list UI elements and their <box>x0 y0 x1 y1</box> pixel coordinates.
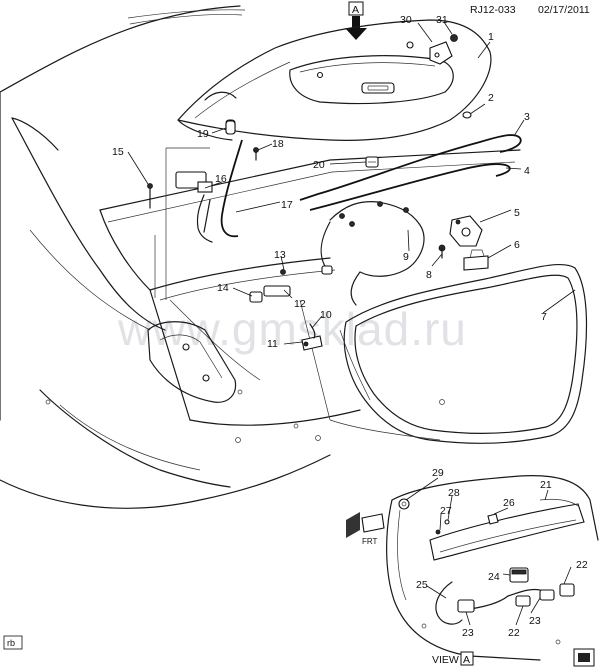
view-a-label-box <box>460 651 474 666</box>
callout-11: 11 <box>267 338 278 350</box>
callout-28: 28 <box>448 487 460 499</box>
callout-21: 21 <box>540 479 552 491</box>
bolt-19 <box>225 120 236 135</box>
clip-20 <box>365 156 379 168</box>
tail-lamp-left <box>147 321 237 403</box>
callout-13: 13 <box>274 249 286 261</box>
callout-10: 10 <box>320 309 332 321</box>
bolt-15 <box>147 183 153 209</box>
trunk-latch <box>449 215 483 247</box>
lid-latch-bracket <box>429 34 458 65</box>
header-date: 02/17/2011 <box>538 4 590 16</box>
bolt-18 <box>253 147 259 161</box>
callout-17: 17 <box>281 199 293 211</box>
body-fastener-holes <box>45 389 445 443</box>
watermark: www.gmsklad.ru <box>117 303 467 355</box>
callout-30: 30 <box>400 14 412 26</box>
callout-3: 3 <box>524 111 530 123</box>
print-icon <box>573 648 595 667</box>
trunk-sill <box>329 419 441 441</box>
torsion-rod-upper <box>299 134 522 201</box>
corner-tag: rb <box>7 638 15 648</box>
trunk-panel-bracket <box>154 147 210 300</box>
torsion-rod-lower <box>309 163 511 211</box>
callout-20: 20 <box>313 159 325 171</box>
callout-19: 19 <box>197 128 209 140</box>
callout-14: 14 <box>217 282 229 294</box>
view-a-label-letter: A <box>463 654 470 666</box>
front-direction-indicator: FRT <box>346 512 385 546</box>
trunk-striker <box>463 249 489 271</box>
callout-18: 18 <box>272 138 284 150</box>
callout-leaders <box>127 21 576 626</box>
trunk-opening-edge <box>299 299 371 421</box>
callout-26: 26 <box>503 497 515 509</box>
callout-16: 16 <box>215 173 227 185</box>
bolt-8 <box>438 244 446 259</box>
callout-25: 25 <box>416 579 428 591</box>
callout-5: 5 <box>514 207 520 219</box>
release-switch <box>249 269 291 303</box>
view-a-label: VIEW <box>432 654 459 666</box>
callout-31: 31 <box>436 14 448 26</box>
callout-4: 4 <box>524 165 530 177</box>
trunk-weatherstrip <box>343 263 588 444</box>
callout-8: 8 <box>426 269 432 281</box>
trunk-lid <box>177 19 492 141</box>
front-direction-label: FRT <box>362 537 378 546</box>
callout-22a: 22 <box>576 559 588 571</box>
callout-2: 2 <box>488 92 494 104</box>
callout-6: 6 <box>514 239 520 251</box>
callout-24: 24 <box>488 571 500 583</box>
callout-12: 12 <box>294 298 306 310</box>
trunk-wire-harness-main <box>320 200 425 306</box>
callout-27: 27 <box>440 505 452 517</box>
callout-15: 15 <box>112 146 124 158</box>
clip-10-lead <box>309 323 316 339</box>
callout-9: 9 <box>403 251 409 263</box>
callout-labels: 1 2 3 4 5 6 7 8 9 10 11 12 13 14 15 16 1… <box>112 14 588 639</box>
callout-1: 1 <box>488 31 494 43</box>
view-a-inset <box>386 475 599 661</box>
trunk-wire-harness-left <box>175 139 243 243</box>
callout-23b: 23 <box>529 615 541 627</box>
callout-23a: 23 <box>462 627 474 639</box>
car-body-outline <box>0 5 521 509</box>
view-a-marker: A <box>345 1 367 40</box>
callout-29: 29 <box>432 467 444 479</box>
callout-7: 7 <box>541 311 547 323</box>
callout-22b: 22 <box>508 627 520 639</box>
view-a-marker-letter: A <box>352 4 359 16</box>
header-ref-code: RJ12-033 <box>470 4 516 16</box>
view-a-arrow-icon <box>345 16 367 40</box>
corner-tag-box <box>3 635 23 650</box>
bumper-stop <box>462 111 472 119</box>
